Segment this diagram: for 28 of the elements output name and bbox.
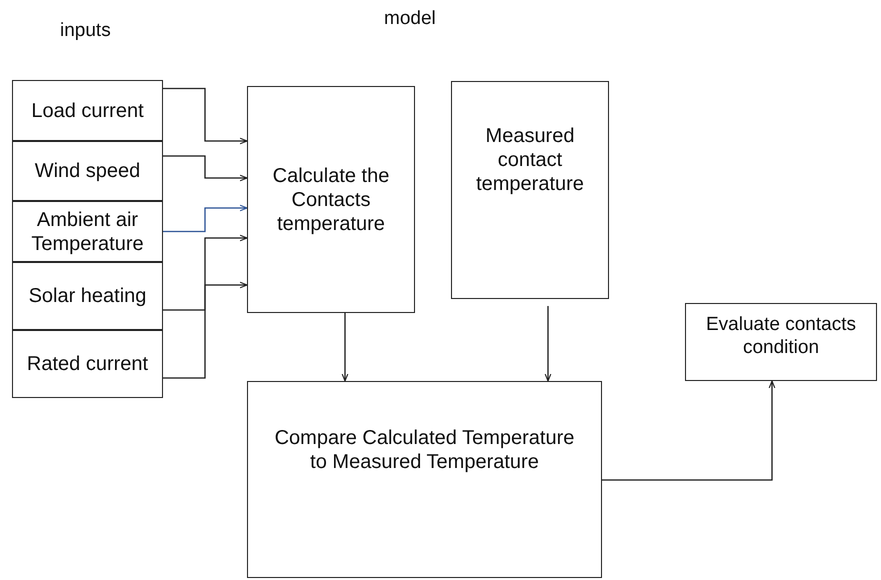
input-box [12,141,163,201]
arrow [163,234,248,311]
arrow [602,380,776,481]
process-box [247,86,415,313]
section-heading: inputs [60,20,111,42]
process-box [247,381,602,578]
input-box [12,262,163,330]
arrow [163,88,248,144]
process-box [685,303,877,381]
input-box [12,201,163,262]
input-box [12,330,163,398]
input-box [12,80,163,141]
node-text: Compare Calculated Temperature to Measured Temperature [274,426,576,474]
process-box [451,81,609,299]
node-text: Solar heating [28,284,146,308]
node-text: Evaluate contacts condition [705,314,857,360]
arrow [163,155,248,182]
arrow [163,204,248,232]
arrow [163,282,248,379]
section-heading: model [384,8,436,30]
node-text: Load current [31,98,144,122]
node-text: Wind speed [34,159,140,183]
node-text: Ambient air Temperature [30,208,145,256]
arrow [544,306,552,382]
node-text: Rated current [26,352,148,376]
node-text: Calculate the Contacts temperature [272,164,390,236]
arrow [342,313,348,382]
node-text: Measured contact temperature [475,124,585,196]
